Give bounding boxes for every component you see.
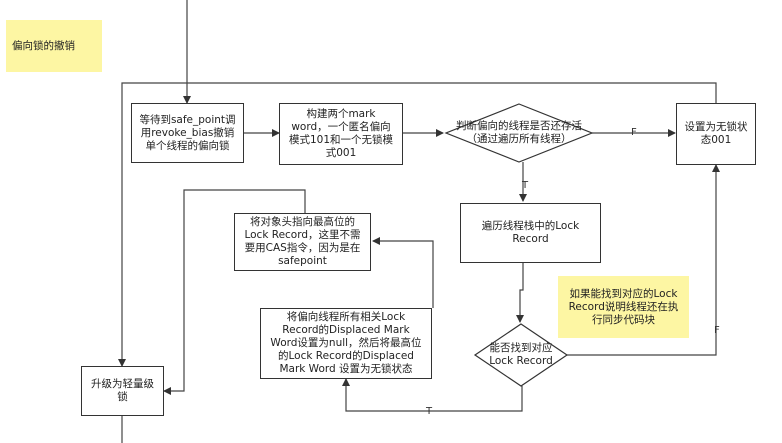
node-traverse-stack: 遍历线程栈中的Lock Record (460, 203, 601, 263)
decision-can-find-shape (473, 323, 569, 387)
node-check-alive: 判断偏向的线程是否还存活 （通过遍历所有线程） (456, 120, 582, 145)
edge-find-true (342, 378, 523, 412)
decision-check-alive-shape (444, 103, 594, 163)
node-can-find: 能否找到对应 Lock Record (489, 342, 553, 367)
edge-label-alive-false: F (631, 127, 637, 138)
node-set-displaced: 将偏向线程所有相关Lock Record的Displaced Mark Word… (260, 308, 432, 379)
edge-unlocked-loop (118, 82, 717, 367)
node-build-mark-words: 构建两个mark word，一个匿名偏向 模式101和一个无锁模 式001 (279, 103, 403, 165)
node-upgrade-lightweight: 升级为轻量级 锁 (81, 366, 164, 416)
node-set-unlocked: 设置为无锁状 态001 (676, 103, 756, 165)
edge-header-to-upgrade (163, 189, 306, 395)
note-found-lock-record: 如果能找到对应的Lock Record说明线程还在执 行同步代码块 (558, 276, 689, 338)
edge-label-find-true: T (426, 406, 433, 417)
node-point-header: 将对象头指向最高位的 Lock Record，这里不需 要用CAS指令，因为是在… (234, 213, 371, 271)
edge-find-false (567, 164, 720, 356)
edge-label-find-false: F (714, 325, 720, 336)
edge-displaced-to-header (372, 237, 434, 308)
edge-traverse-to-find (516, 263, 524, 323)
node-wait-safepoint: 等待到safe_point调 用revoke_bias撤销 单个线程的偏向锁 (131, 103, 244, 163)
edge-label-alive-true: T (522, 180, 529, 191)
title-note: 偏向锁的撤销 (6, 20, 102, 72)
